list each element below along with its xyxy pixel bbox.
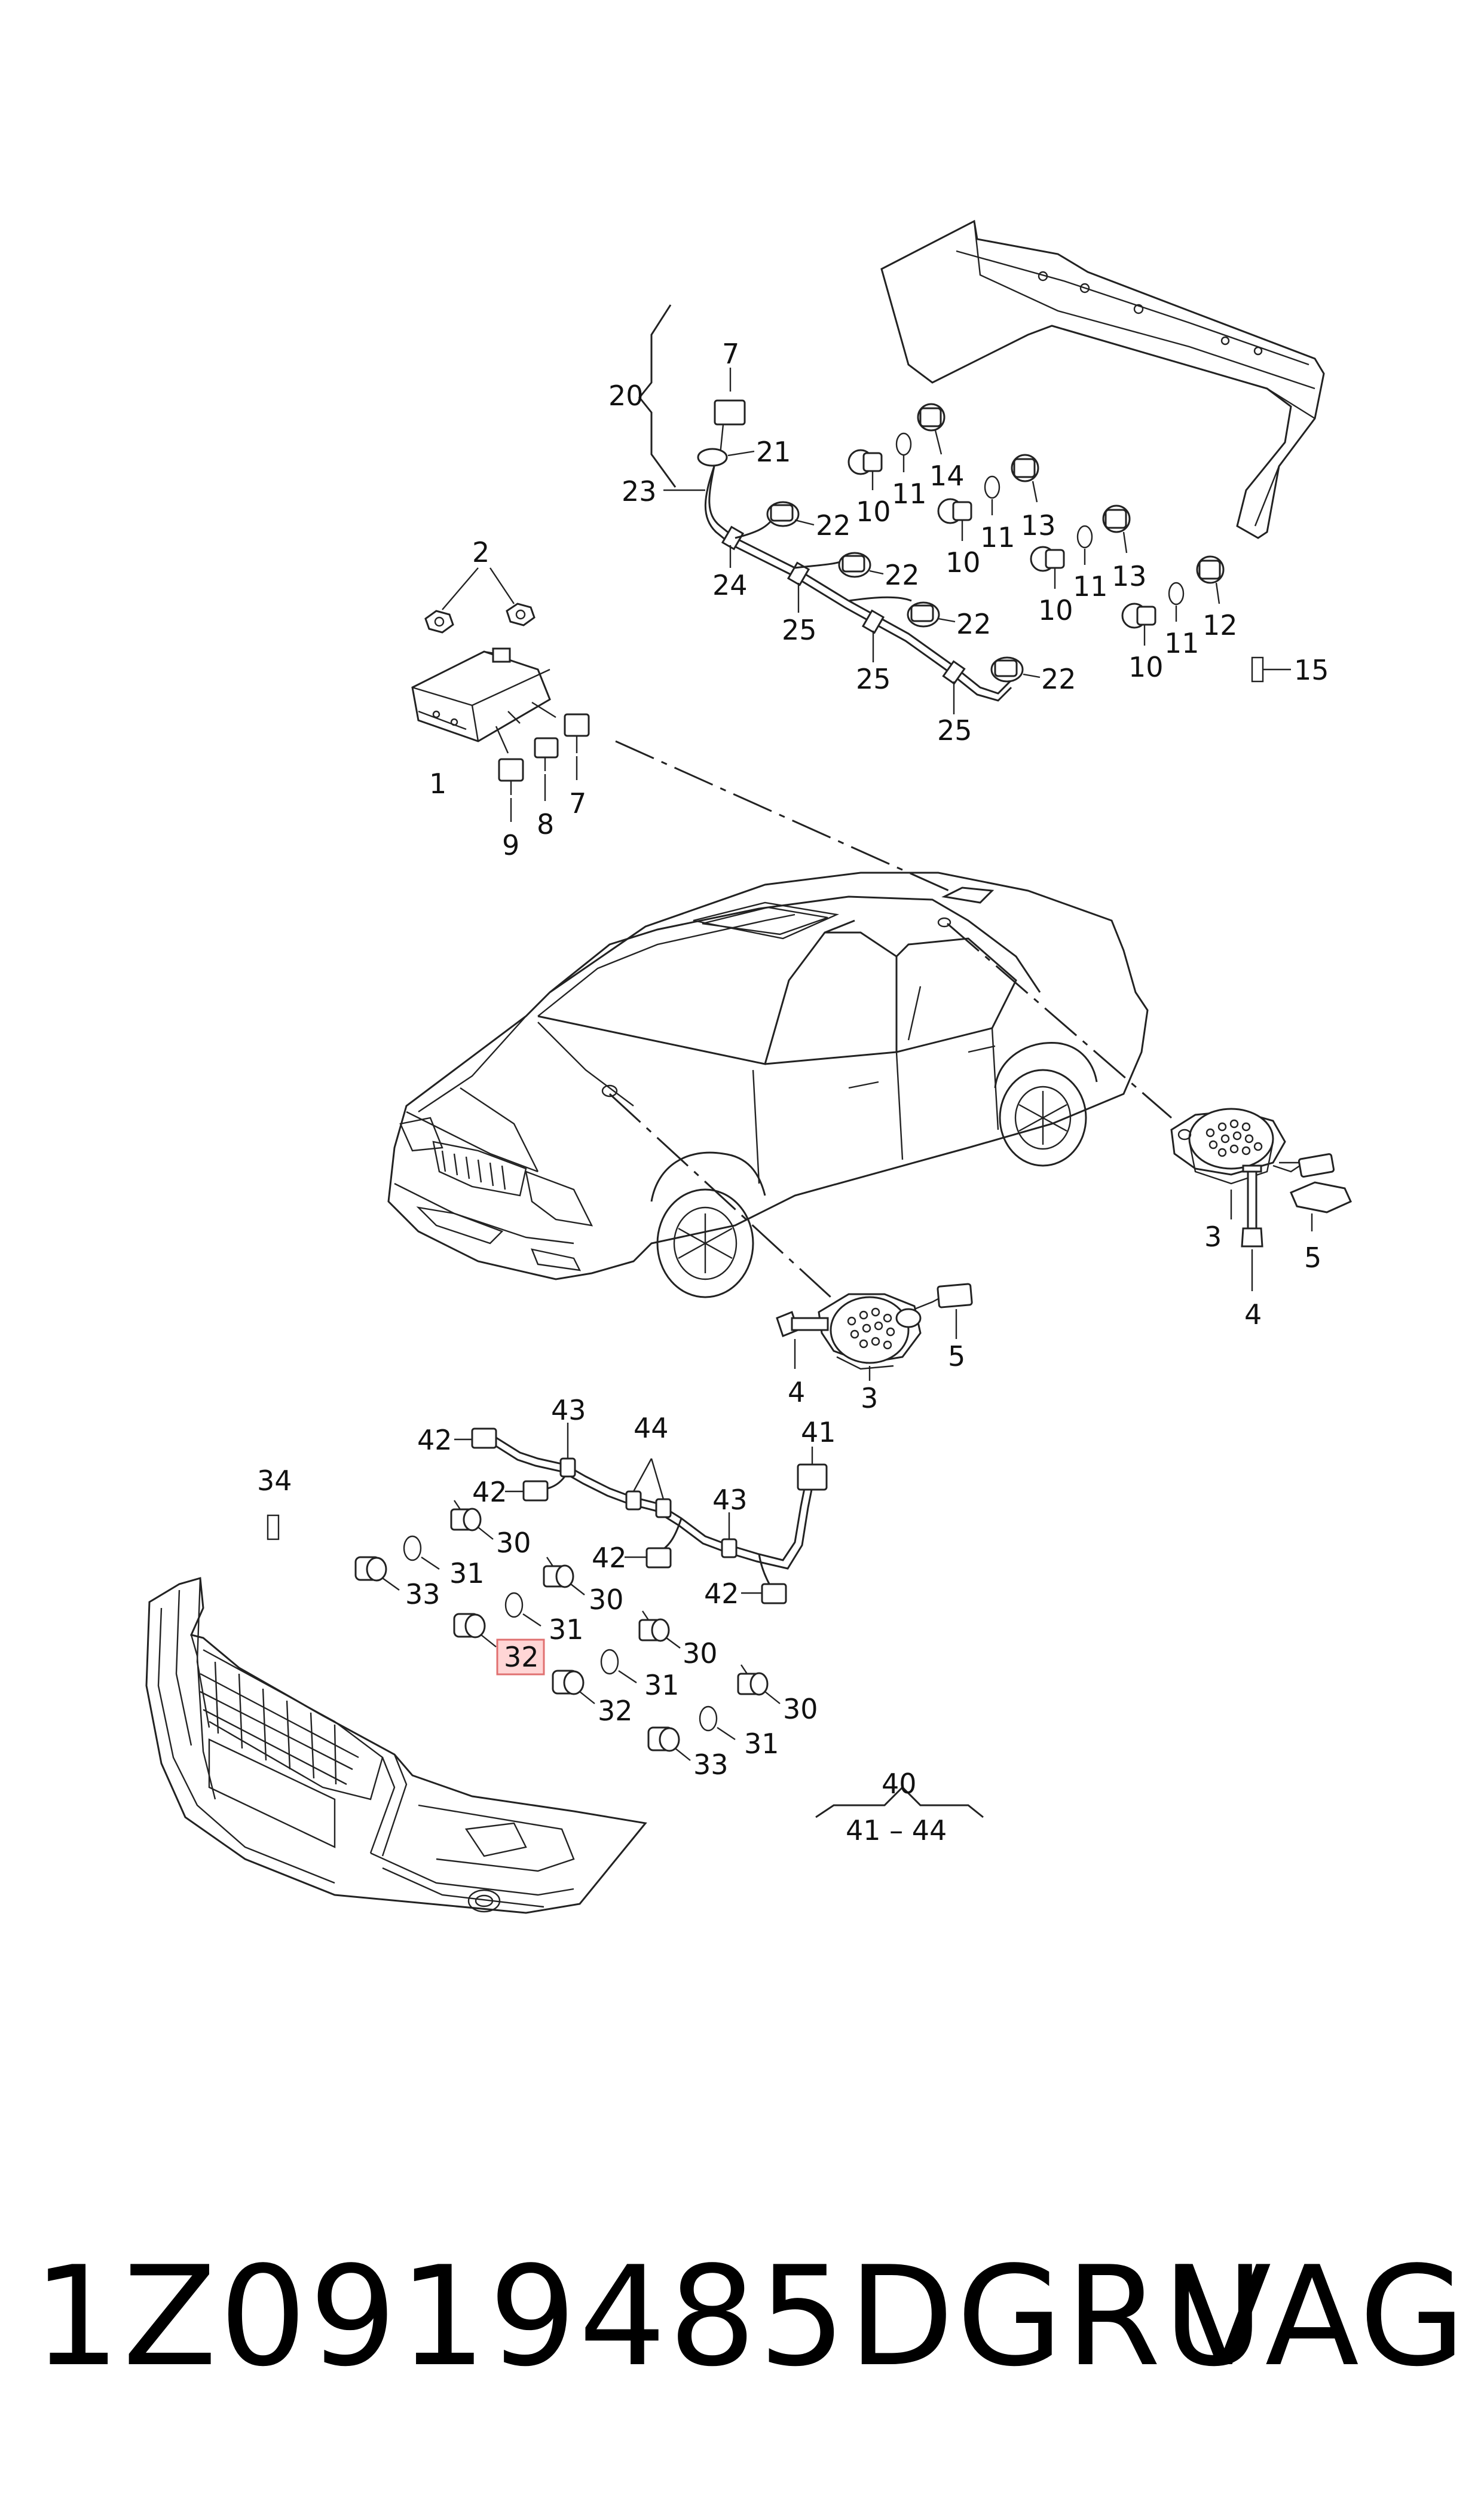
brand-name: VAG <box>1177 2237 1468 2397</box>
callout-13-b[interactable]: 13 <box>1112 560 1147 592</box>
callout-21[interactable]: 21 <box>756 436 791 468</box>
callout-44[interactable]: 44 <box>634 1412 669 1444</box>
callout-12[interactable]: 12 <box>1203 609 1238 641</box>
callout-23[interactable]: 23 <box>622 475 657 508</box>
callout-42-d[interactable]: 42 <box>704 1578 739 1610</box>
callout-10-a[interactable]: 10 <box>856 496 891 528</box>
callout-13-a[interactable]: 13 <box>1021 509 1056 542</box>
highlight-box <box>496 1638 545 1676</box>
callout-30-a[interactable]: 30 <box>496 1527 531 1559</box>
callout-10-b[interactable]: 10 <box>946 546 981 579</box>
callout-8[interactable]: 8 <box>537 808 554 840</box>
callout-9[interactable]: 9 <box>502 829 519 861</box>
callout-11-a[interactable]: 11 <box>892 478 927 510</box>
front-bumper <box>145 1577 647 1914</box>
location-line-rear-buzzer <box>947 922 1172 1119</box>
callout-1[interactable]: 1 <box>429 768 446 800</box>
part-number: 1Z0919485DGRU <box>33 2237 1266 2397</box>
callout-10-c[interactable]: 10 <box>1038 594 1073 626</box>
parking-aid-control-unit <box>411 567 590 822</box>
callout-4-rear[interactable]: 4 <box>1244 1298 1262 1331</box>
callout-33-a[interactable]: 33 <box>405 1578 440 1610</box>
rear-bumper <box>880 219 1325 539</box>
callout-10-d[interactable]: 10 <box>1128 651 1164 683</box>
callout-24[interactable]: 24 <box>712 569 748 601</box>
callout-15[interactable]: 15 <box>1294 654 1329 686</box>
front-wiring-harness <box>454 1423 828 1604</box>
callout-42-a[interactable]: 42 <box>417 1424 452 1456</box>
callout-3-front[interactable]: 3 <box>861 1382 878 1414</box>
callout-22-d[interactable]: 22 <box>1041 663 1076 695</box>
callout-22-c[interactable]: 22 <box>956 608 992 640</box>
callout-2[interactable]: 2 <box>472 536 489 568</box>
callout-22-a[interactable]: 22 <box>816 509 851 542</box>
callout-25-c[interactable]: 25 <box>937 714 972 747</box>
callout-31-d[interactable]: 31 <box>744 1728 779 1760</box>
callout-3-rear[interactable]: 3 <box>1204 1221 1222 1253</box>
rear-warning-buzzer <box>1170 1108 1352 1291</box>
callout-31-b[interactable]: 31 <box>549 1613 584 1646</box>
callout-5-front[interactable]: 5 <box>948 1340 965 1372</box>
callout-33-b[interactable]: 33 <box>693 1748 729 1781</box>
callout-31-a[interactable]: 31 <box>449 1557 485 1589</box>
callout-43-a[interactable]: 43 <box>551 1394 586 1426</box>
callout-22-b[interactable]: 22 <box>885 559 920 591</box>
callout-20[interactable]: 20 <box>608 380 644 412</box>
rear-parking-sensors <box>847 403 1291 683</box>
callout-30-d[interactable]: 30 <box>783 1693 818 1725</box>
callout-40-range: 41 – 44 <box>846 1814 947 1847</box>
callout-31-c[interactable]: 31 <box>644 1669 680 1701</box>
callout-42-b[interactable]: 42 <box>472 1476 507 1508</box>
front-warning-buzzer <box>776 1283 973 1381</box>
callout-30-c[interactable]: 30 <box>683 1637 718 1670</box>
front-parking-sensors <box>354 1500 781 1761</box>
item-34-symbol <box>267 1514 280 1540</box>
callout-7-harness[interactable]: 7 <box>722 338 739 370</box>
callout-11-d[interactable]: 11 <box>1164 627 1200 659</box>
group-bracket-40 <box>815 1786 984 1818</box>
callout-25-a[interactable]: 25 <box>782 614 817 646</box>
callout-32[interactable]: 32 <box>598 1695 633 1727</box>
callout-32-highlighted[interactable]: 32 <box>504 1641 539 1673</box>
callout-7-unit[interactable]: 7 <box>569 787 586 820</box>
callout-14[interactable]: 14 <box>929 460 965 492</box>
callout-43-b[interactable]: 43 <box>712 1484 748 1516</box>
callout-labels: 1 2 3 3 4 4 5 5 7 7 8 9 10 10 10 10 11 1… <box>257 338 1329 1847</box>
callout-42-c[interactable]: 42 <box>592 1542 627 1574</box>
vehicle-illustration <box>387 872 1149 1298</box>
callout-30-b[interactable]: 30 <box>589 1583 624 1616</box>
callout-4-front[interactable]: 4 <box>788 1376 805 1408</box>
callout-11-c[interactable]: 11 <box>1073 570 1108 603</box>
location-line-front-buzzer <box>608 1093 832 1298</box>
callout-40[interactable]: 40 <box>882 1768 917 1800</box>
callout-5-rear[interactable]: 5 <box>1304 1242 1321 1274</box>
callout-25-b[interactable]: 25 <box>856 663 891 695</box>
callout-34[interactable]: 34 <box>257 1465 292 1497</box>
rear-wiring-harness <box>638 304 1041 714</box>
callout-41[interactable]: 41 <box>801 1416 836 1448</box>
callout-11-b[interactable]: 11 <box>980 521 1015 554</box>
